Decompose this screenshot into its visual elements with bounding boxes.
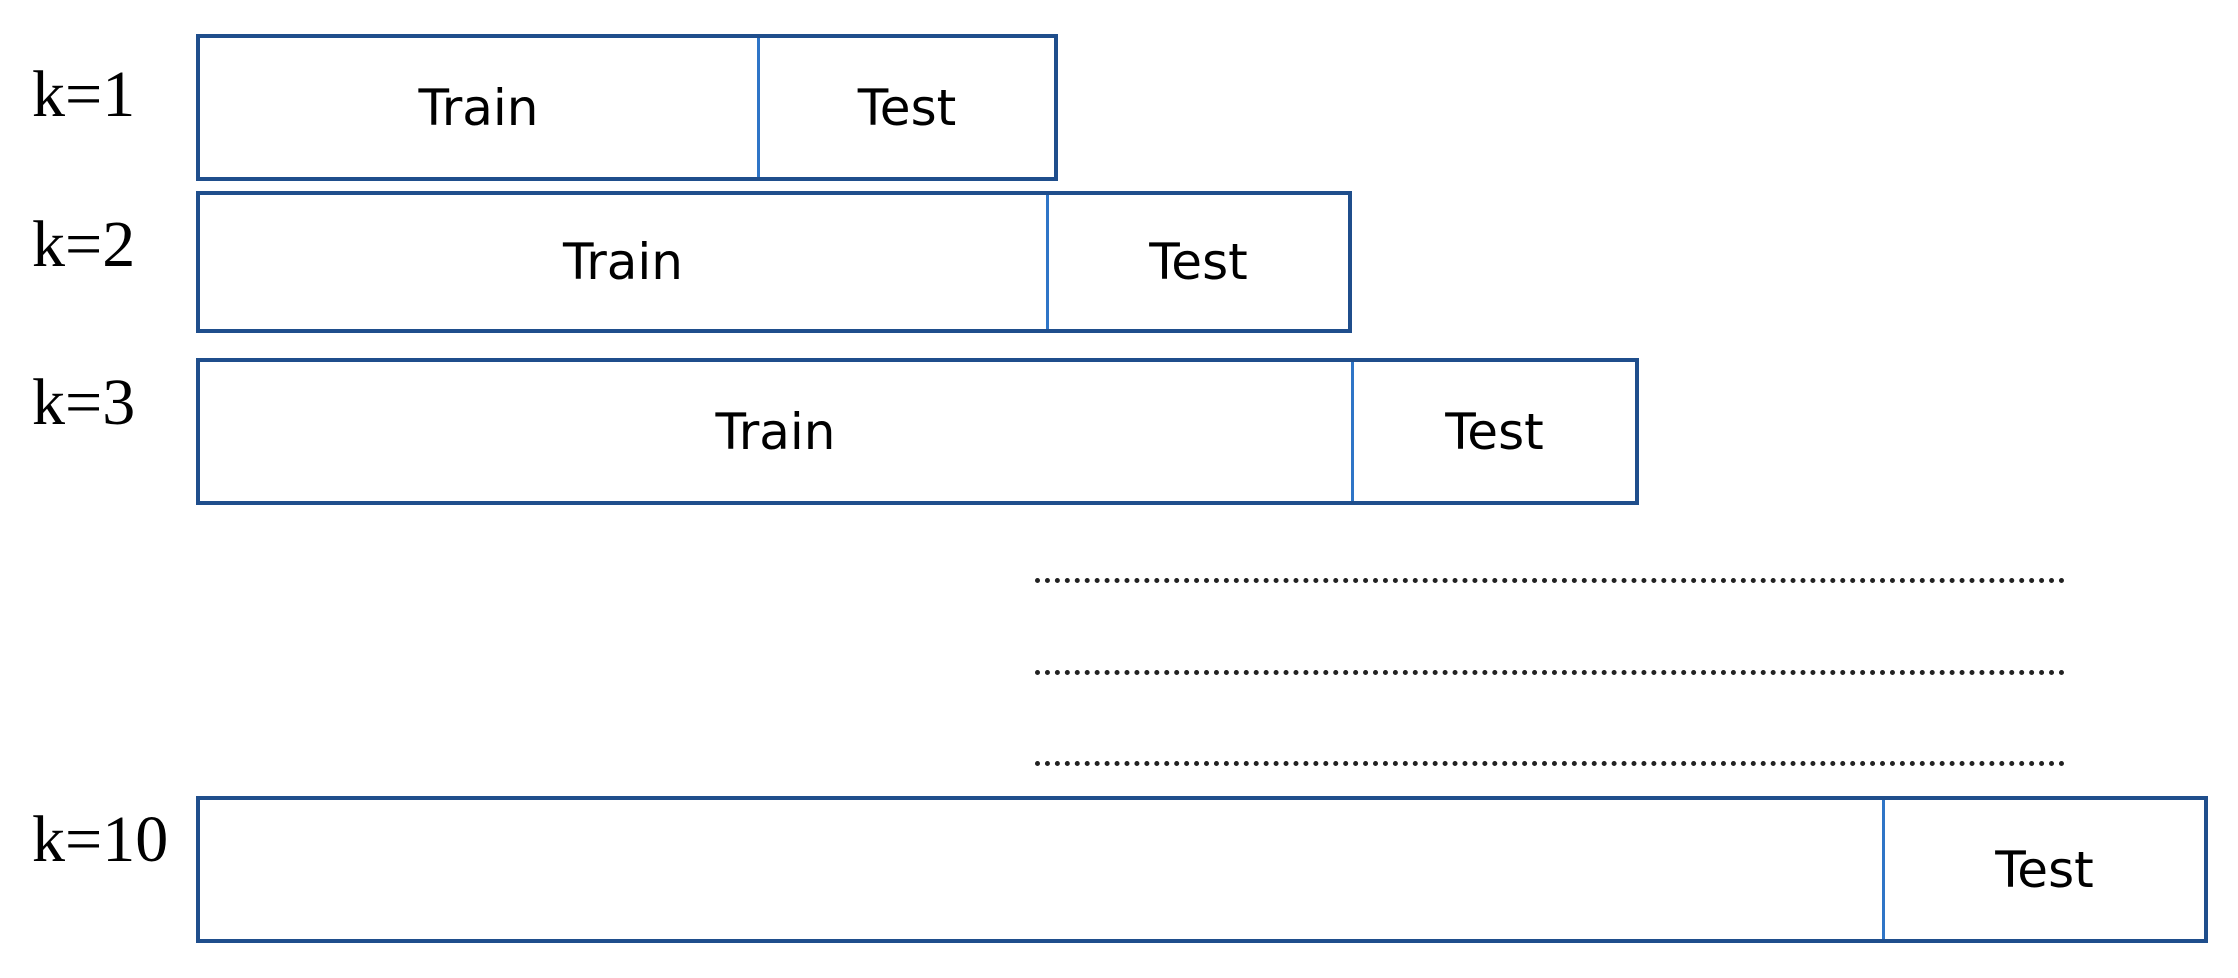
- train-segment: Train: [418, 78, 539, 137]
- ellipsis-line-1: [1035, 578, 2065, 583]
- fold-bar-k1: Train Test: [196, 34, 1058, 181]
- test-segment: Test: [1046, 195, 1348, 329]
- fold-label-k1: k=1: [32, 58, 136, 131]
- ellipsis-line-3: [1035, 761, 2065, 766]
- ellipsis-line-2: [1035, 670, 2065, 675]
- test-segment: Test: [1882, 800, 2204, 939]
- train-segment: Train: [715, 402, 836, 461]
- train-segment: Train: [563, 233, 683, 291]
- fold-bar-k2: Train Test: [196, 191, 1352, 333]
- fold-bar-k10: Test: [196, 796, 2208, 943]
- test-segment: Test: [757, 38, 1054, 177]
- test-segment: Test: [1351, 362, 1635, 501]
- fold-bar-k3: Train Test: [196, 358, 1639, 505]
- fold-label-k3: k=3: [32, 366, 136, 439]
- fold-label-k2: k=2: [32, 208, 136, 281]
- train-segment: [200, 800, 1882, 939]
- fold-label-k10: k=10: [32, 803, 169, 876]
